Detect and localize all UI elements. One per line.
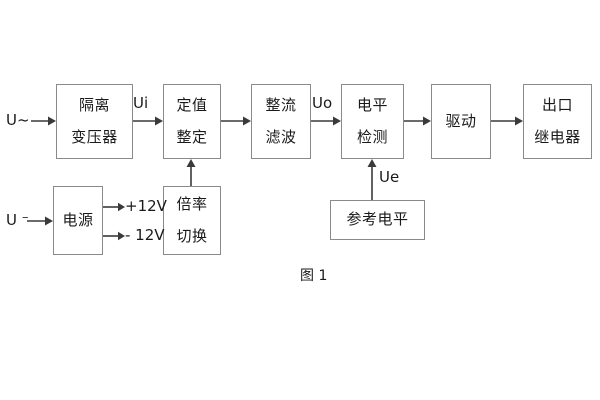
arrow-upower-to-power-supply [27, 216, 53, 226]
arrow-isolation-to-setting [133, 116, 163, 126]
arrow-level-to-drive [404, 116, 431, 126]
arrow-power-supply-plus12v [103, 202, 125, 212]
label-ui: Ui [133, 94, 149, 112]
arrow-power-supply-minus12v [103, 231, 125, 241]
arrow-multiplier-to-setting [186, 159, 196, 186]
arrow-setting-to-rectify [221, 116, 251, 126]
block-drive-line1: 驱动 [445, 111, 477, 130]
block-power-supply-line1: 电源 [62, 210, 94, 229]
block-output-relay-line1: 出口 [541, 95, 573, 114]
block-rectify-filter-line1: 整流 [265, 95, 297, 114]
block-output-relay[interactable]: 出口 继电器 [523, 84, 592, 159]
block-power-supply[interactable]: 电源 [53, 186, 103, 255]
arrow-drive-to-output-relay [491, 116, 523, 126]
arrow-rectify-to-level [311, 116, 341, 126]
block-drive[interactable]: 驱动 [431, 84, 491, 159]
block-level-detection[interactable]: 电平 检测 [341, 84, 404, 159]
label-ue: Ue [379, 168, 400, 186]
label-input-upower-dash: – [22, 210, 29, 225]
block-level-detection-line2: 检测 [356, 127, 388, 146]
label-minus-12v: - 12V [125, 226, 165, 244]
block-rectify-filter-line2: 滤波 [265, 127, 297, 146]
block-reference-level[interactable]: 参考电平 [330, 200, 425, 240]
block-rectify-filter[interactable]: 整流 滤波 [251, 84, 311, 159]
label-plus-12v: +12V [125, 197, 167, 215]
block-setting-value-line2: 整定 [176, 127, 208, 146]
block-multiplier-switch-line2: 切换 [176, 226, 208, 245]
label-uo: Uo [312, 94, 333, 112]
figure-caption: 图 1 [300, 268, 328, 284]
block-level-detection-line1: 电平 [356, 95, 388, 114]
arrow-reference-to-level [367, 159, 377, 200]
block-reference-level-line1: 参考电平 [346, 210, 409, 229]
block-multiplier-switch[interactable]: 倍率 切换 [163, 186, 221, 255]
block-isolation-transformer[interactable]: 隔离 变压器 [56, 84, 133, 159]
block-isolation-transformer-line1: 隔离 [78, 95, 110, 114]
block-setting-value[interactable]: 定值 整定 [163, 84, 221, 159]
label-input-upower: U [6, 211, 17, 229]
block-isolation-transformer-line2: 变压器 [71, 127, 118, 146]
label-input-uac: U~ [6, 111, 30, 129]
arrow-uac-to-isolation [31, 116, 56, 126]
block-setting-value-line1: 定值 [176, 95, 208, 114]
block-output-relay-line2: 继电器 [534, 127, 581, 146]
block-multiplier-switch-line1: 倍率 [176, 194, 208, 213]
